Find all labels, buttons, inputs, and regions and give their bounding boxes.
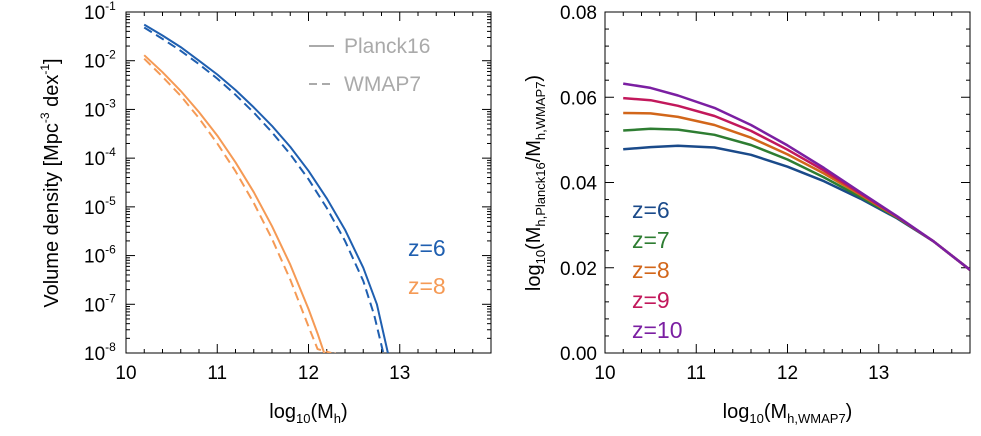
left-plot-frame [125,11,492,354]
series-label-z9: z=9 [632,287,670,313]
y-tick-label: 0.02 [560,259,597,280]
y-tick-label: 10-8 [84,340,116,365]
series-label-z6: z=6 [632,197,670,223]
x-tick-label: 13 [868,363,889,384]
left-panel-volume-density: 10 11 12 13 10-1 10-2 10-3 10-4 10-5 10-6 10-7 10-8… [38,0,492,426]
x-tick-label: 10 [115,363,136,384]
y-tick-label: 10-6 [84,243,116,268]
y-axis-label: Volume density [Mpc-3 dex-1] [38,58,63,307]
x-tick-label: 12 [777,363,798,384]
x-axis-label: log10(Mh,WMAP7) [723,401,853,426]
series-label-z6: z=6 [408,235,446,261]
legend-label-planck16: Planck16 [344,35,430,58]
series-label-z7: z=7 [632,227,670,253]
series-line-z8-planck16 [143,54,336,353]
y-tick-label: 10-1 [84,0,116,24]
y-tick-label: 0.08 [560,3,597,24]
y-tick-label: 10-5 [84,194,116,219]
legend-label-wmap7: WMAP7 [344,73,421,96]
x-tick-label: 12 [298,363,319,384]
y-axis-label: log10(Mh,Planck16/Mh,WMAP7) [523,75,548,291]
y-tick-label: 0.06 [560,88,597,109]
y-tick-label: 0.00 [560,344,597,365]
y-tick-label: 10-2 [84,48,116,73]
x-tick-label: 11 [686,363,706,384]
right-series-group [623,82,970,271]
x-tick-label: 11 [207,363,227,384]
y-tick-label: 0.04 [560,174,597,195]
series-label-z8: z=8 [632,257,670,283]
y-tick-label: 10-7 [84,291,116,316]
series-label-z10: z=10 [632,317,683,343]
series-label-z8: z=8 [408,273,446,299]
series-line-z9 [623,96,970,271]
series-line-z10 [623,82,970,271]
series-line-z6-planck16 [143,23,389,353]
x-tick-label: 10 [594,363,615,384]
x-axis-label: log10(Mh) [269,401,347,426]
series-line-z8 [623,111,970,271]
left-series-group [143,23,389,353]
series-line-z8-wmap7 [143,57,332,353]
y-tick-label: 10-4 [84,145,116,170]
y-tick-label: 10-3 [84,96,116,121]
series-line-z6-wmap7 [143,26,385,353]
x-tick-label: 13 [389,363,410,384]
right-panel-mass-ratio: 10 11 12 13 0.00 0.02 0.04 0.06 0.08 log10(Mh,WMA… [523,3,971,426]
